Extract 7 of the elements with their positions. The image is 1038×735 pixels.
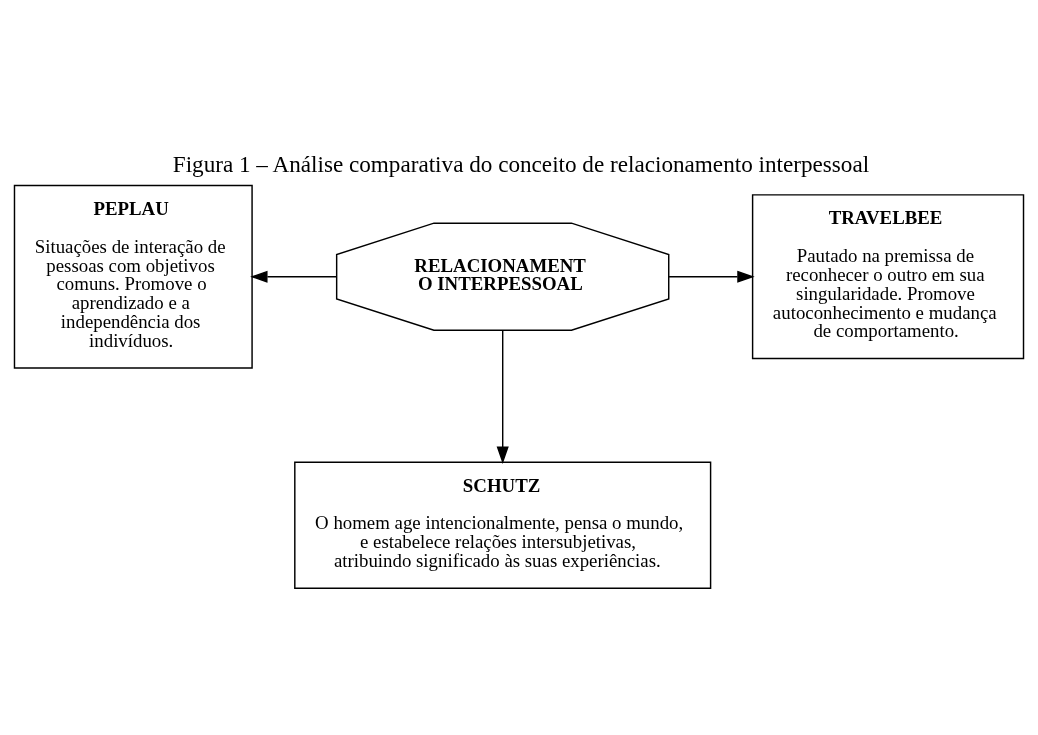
arrow xyxy=(496,329,509,464)
arrow xyxy=(668,270,755,283)
node-box: SCHUTZ O homem age intencionalmente, pensa o mundo, e estabelece relações intersubjetivas, atribuindo significado às suas experiências. xyxy=(294,460,712,589)
node-box: PEPLAU Situações de interação de pessoas com objetivos comuns. Promove o aprendizado e a independência dos indivíduos. xyxy=(13,184,253,369)
node-box: TRAVELBEE Pautado na premissa de reconhecer o outro em sua singularidade. Promove autoconhecimento e mudança de comportamento. xyxy=(751,193,1025,359)
arrow xyxy=(250,270,338,283)
diagram-title: Figura 1 – Análise comparativa do conceito de relacionamento interpessoal xyxy=(172,150,870,177)
